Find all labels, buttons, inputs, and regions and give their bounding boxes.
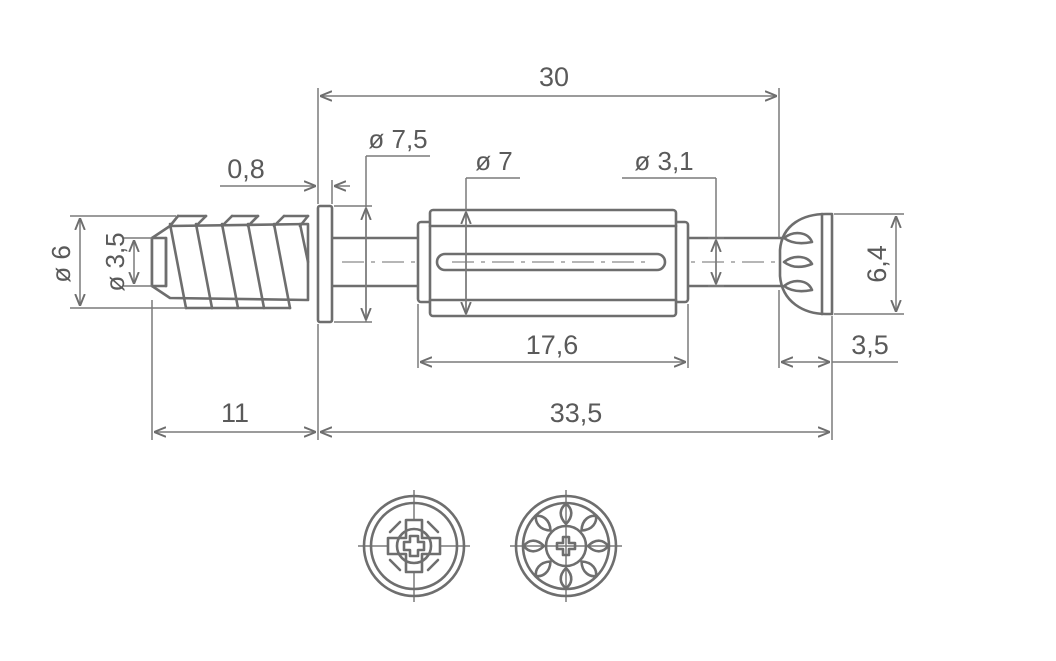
dim-flange-0-8: 0,8 [227, 154, 265, 184]
flange [316, 204, 334, 324]
cross-recess-end-view-icon [358, 490, 470, 602]
dim-total-33-5: 33,5 [550, 398, 603, 428]
dim-dia-7-5: ø 7,5 [368, 124, 427, 154]
dim-thread-11: 11 [221, 398, 249, 428]
dim-head-6-4: 6,4 [862, 245, 892, 283]
bolt-part [150, 204, 834, 324]
dim-dia-6: ø 6 [46, 245, 76, 283]
cam-head-end-view-icon [510, 490, 622, 602]
dim-overall-30: 30 [539, 62, 569, 92]
dimension-lines [70, 88, 904, 440]
dim-head-3-5: 3,5 [851, 330, 889, 360]
dimension-labels: 30 0,8 ø 7,5 ø 7 ø 3,1 ø 6 ø 3,5 6,4 3,5… [46, 62, 892, 428]
cam-head [778, 212, 834, 316]
dim-dia-3-5: ø 3,5 [100, 232, 130, 291]
sleeve [416, 208, 690, 318]
thread-section [150, 214, 310, 310]
dim-dia-7: ø 7 [475, 146, 513, 176]
dim-sleeve-17-6: 17,6 [526, 330, 579, 360]
dim-dia-3-1: ø 3,1 [634, 146, 693, 176]
